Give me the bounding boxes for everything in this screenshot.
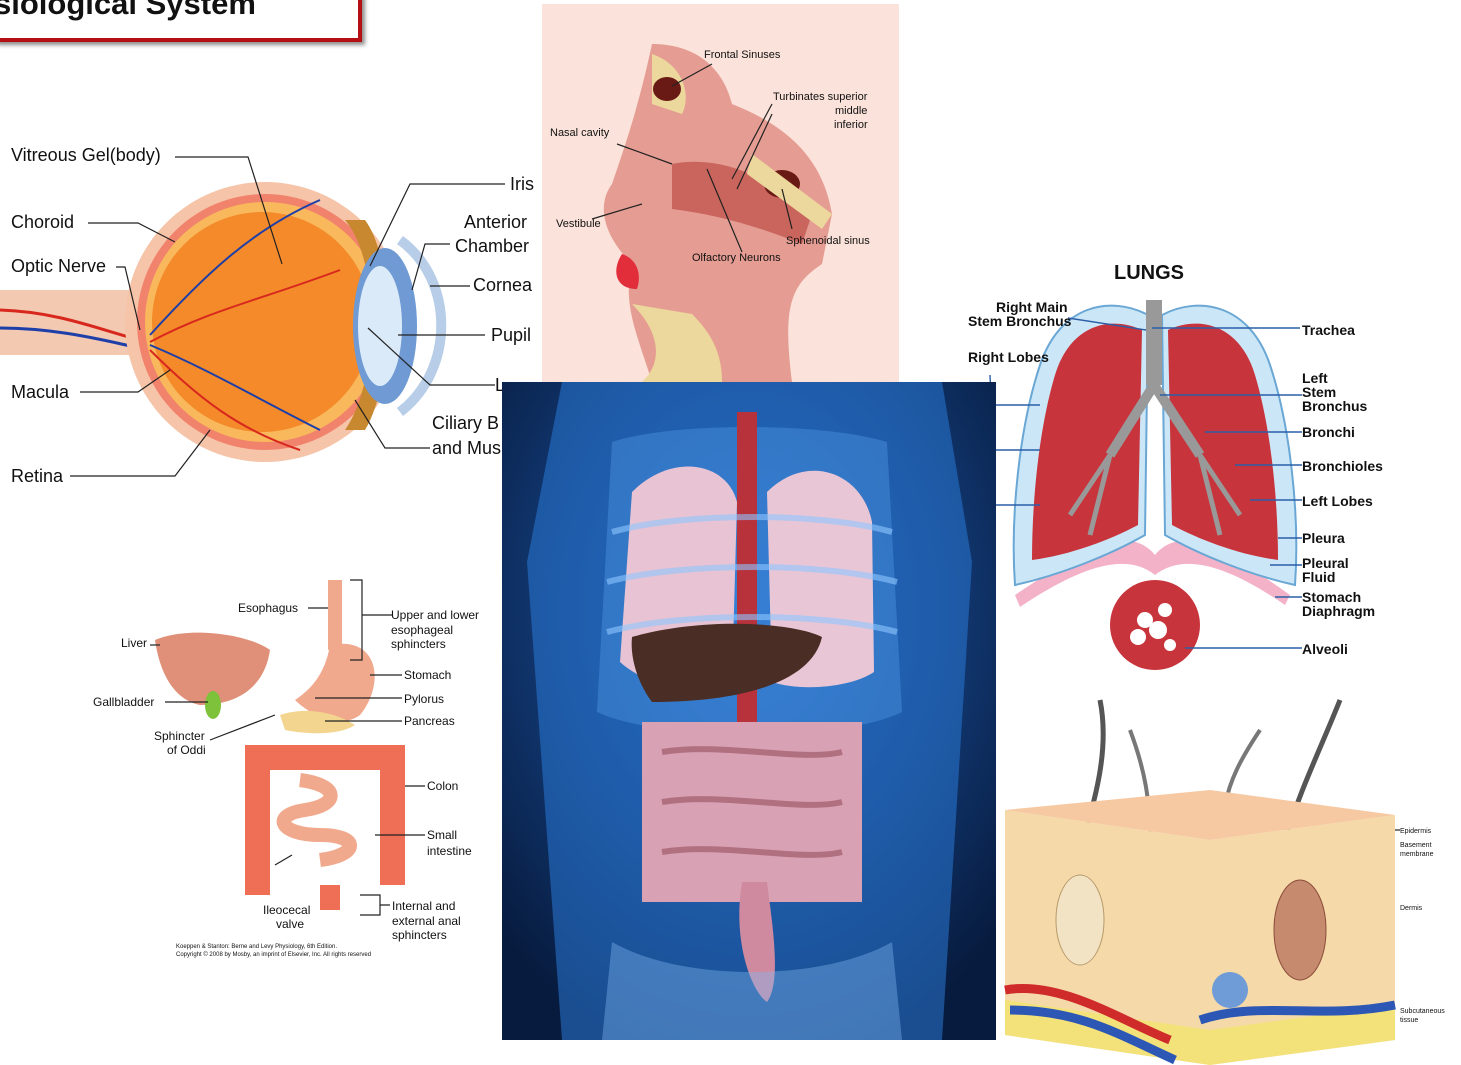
dig-label-liver: Liver [121,636,147,650]
lungs-label-diaphragm: Diaphragm [1302,603,1375,619]
dig-label-valve: valve [276,917,304,931]
skin-label-subcutaneous: Subcutaneous [1400,1008,1445,1015]
eye-label-iris: Iris [510,174,534,194]
dig-label-pancreas: Pancreas [404,714,455,728]
lungs-label-stem-bronchus: Stem Bronchus [968,313,1072,329]
eye-diagram: Vitreous Gel(body) Choroid Optic Nerve M… [0,130,545,510]
dig-label-sphincters1: sphincters [391,637,446,651]
dig-label-small: Small [427,828,457,842]
title-box: siological System [0,0,362,42]
skin-label-membrane: membrane [1400,851,1434,858]
skin-label-dermis: Dermis [1400,905,1423,912]
torso-image [502,382,996,1040]
dig-label-ileocecal: Ileocecal [263,903,310,917]
dig-label-esophageal: esophageal [391,623,453,637]
eye-label-macula: Macula [11,382,70,402]
dig-label-sphincter: Sphincter [154,729,205,743]
nose-label-sphenoidal: Sphenoidal sinus [786,235,870,247]
dig-label-pylorus: Pylorus [404,692,444,706]
dig-label-colon: Colon [427,779,458,793]
lungs-label-right-lobes: Right Lobes [968,349,1049,365]
digestive-diagram: Esophagus Liver Gallbladder Sphincter of… [80,565,500,965]
lungs-label-trachea: Trachea [1302,322,1355,338]
nose-label-nasal-cavity: Nasal cavity [550,127,610,139]
dig-copyright-2: Copyright © 2008 by Mosby, an imprint of… [176,951,371,958]
nose-label-frontal: Frontal Sinuses [704,49,781,61]
page-title: siological System [0,0,256,22]
lungs-label-bronchioles: Bronchioles [1302,458,1383,474]
nose-label-vestibule: Vestibule [556,218,601,230]
lungs-label-pleura: Pleura [1302,530,1345,546]
eye-label-choroid: Choroid [11,212,74,232]
dig-label-sphincters2: sphincters [392,928,447,942]
skin-label-tissue: tissue [1400,1017,1418,1024]
eye-label-optic-nerve: Optic Nerve [11,256,106,276]
eye-label-muscle: and Mus [432,438,501,458]
skin-diagram: Epidermis Basement membrane Dermis Subcu… [1000,690,1461,1065]
dig-copyright-1: Koeppen & Stanton: Berne and Levy Physio… [176,944,337,950]
lungs-label-bronchus: Bronchus [1302,398,1368,414]
lungs-label-bronchi: Bronchi [1302,424,1355,440]
dig-label-esophagus: Esophagus [238,601,298,615]
lungs-label-alveoli: Alveoli [1302,641,1348,657]
eye-label-anterior: Anterior [464,212,527,232]
eye-label-chamber: Chamber [455,236,529,256]
lungs-diagram: LUNGS Right Main Stem Bronchus Right Lob… [960,255,1400,675]
eye-label-vitreous: Vitreous Gel(body) [11,145,161,165]
dig-label-intestine: intestine [427,844,472,858]
nose-label-middle: middle [835,105,867,117]
skin-label-basement: Basement [1400,842,1432,849]
eye-label-retina: Retina [11,466,64,486]
nose-diagram: Frontal Sinuses Turbinates superior midd… [542,4,899,382]
eye-label-ciliary: Ciliary B [432,413,499,433]
dig-label-gallbladder: Gallbladder [93,695,154,709]
eye-label-pupil: Pupil [491,325,531,345]
lungs-label-left-lobes: Left Lobes [1302,493,1373,509]
dig-label-external: external anal [392,914,461,928]
nose-label-turbinates: Turbinates superior [773,91,868,103]
eye-label-cornea: Cornea [473,275,533,295]
lungs-title: LUNGS [1114,262,1184,284]
dig-label-oddi: of Oddi [167,743,206,757]
skin-label-epidermis: Epidermis [1400,828,1432,835]
dig-label-upper-lower: Upper and lower [391,608,479,622]
nose-label-olfactory: Olfactory Neurons [692,252,781,264]
dig-label-internal: Internal and [392,899,455,913]
nose-label-inferior: inferior [834,119,868,131]
lungs-label-fluid: Fluid [1302,569,1335,585]
dig-label-stomach: Stomach [404,668,451,682]
